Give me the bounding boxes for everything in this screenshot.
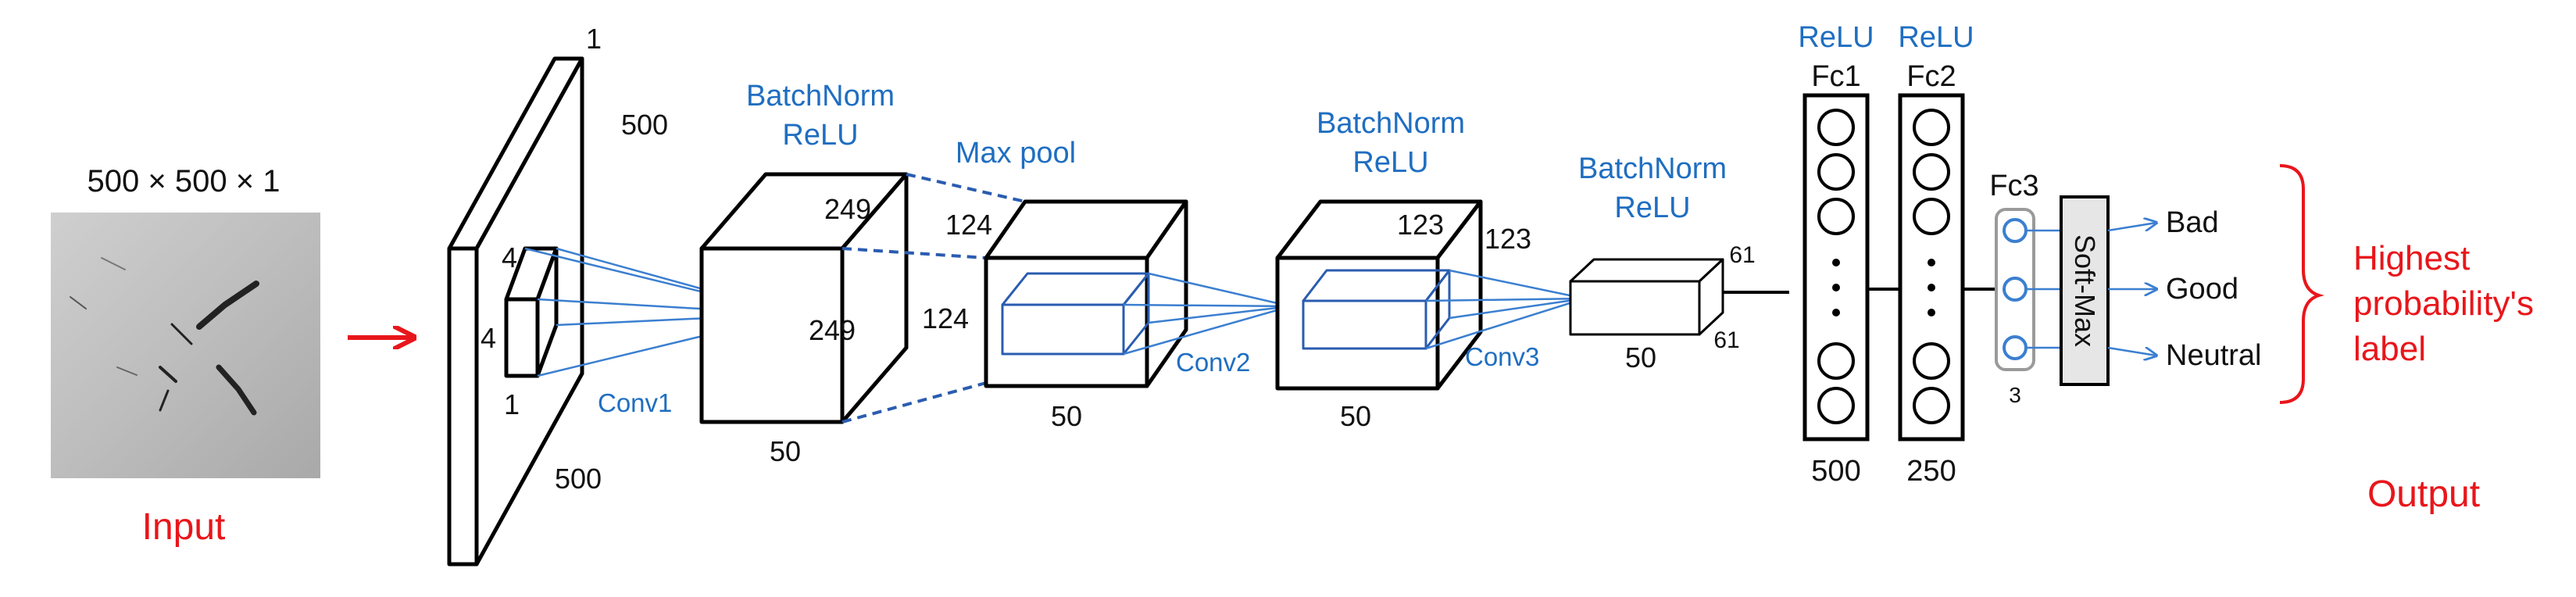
class-arrows [2107, 223, 2156, 356]
fc3-name-label: Fc3 [1989, 170, 2038, 202]
fc1-act-label: ReLU [1798, 21, 1874, 54]
output-label: Output [2367, 474, 2480, 515]
fc3-units-label: 3 [2009, 383, 2021, 407]
fc2-name-label: Fc2 [1906, 60, 1956, 93]
fc2-act-label: ReLU [1898, 21, 1974, 54]
kernel-depth-label: 1 [504, 388, 520, 420]
block1-height-label: 249 [824, 193, 871, 225]
output-description-line1: Highest [2353, 239, 2470, 277]
maxpool-connectors [841, 173, 1026, 424]
input-width-label: 500 [555, 463, 602, 495]
block2-height-label: 124 [945, 209, 992, 241]
fc1-layer [1802, 93, 1870, 441]
fc1-units-label: 500 [1811, 455, 1860, 488]
block4-act-label: ReLU [1614, 191, 1690, 224]
input-height-label: 500 [621, 109, 668, 141]
block1-depth-label: 249 [809, 314, 856, 346]
block3-norm-label: BatchNorm [1317, 107, 1465, 140]
input-image [51, 213, 320, 478]
input-label: Input [142, 506, 226, 548]
softmax-label: Soft-Max [2069, 234, 2101, 347]
maxpool-label: Max pool [956, 137, 1076, 170]
output-description-line3: label [2353, 330, 2426, 368]
fc2-units-label: 250 [1906, 455, 1956, 488]
fc3-softmax-connectors [2026, 229, 2061, 349]
block3-channels-label: 50 [1340, 400, 1371, 432]
conv3-label: Conv3 [1465, 342, 1539, 371]
output-description-line2: probability's [2353, 284, 2534, 323]
kernel-height-label: 4 [502, 241, 517, 273]
softmax-box [2060, 195, 2110, 386]
conv2-projection [1123, 272, 1292, 356]
output-bracket [2279, 164, 2324, 404]
fc1-name-label: Fc1 [1811, 60, 1860, 93]
block4-height-label: 61 [1729, 242, 1755, 268]
block4-cube [1569, 258, 1724, 336]
class-good-label: Good [2166, 273, 2238, 306]
block4-depth-label: 61 [1713, 327, 1739, 353]
block3-depth-label: 123 [1485, 223, 1531, 255]
block1-channels-label: 50 [770, 435, 801, 467]
block2-channels-label: 50 [1051, 400, 1082, 432]
input-depth-label: 1 [586, 23, 602, 55]
block1-act-label: ReLU [782, 119, 858, 152]
class-bad-label: Bad [2166, 206, 2219, 239]
kernel-width-label: 4 [481, 322, 496, 354]
block2-cube [984, 199, 1188, 388]
fc2-layer [1898, 93, 1965, 441]
block3-height-label: 123 [1397, 209, 1444, 241]
block2-depth-label: 124 [922, 302, 969, 334]
block4-channels-label: 50 [1625, 341, 1656, 374]
block1-cube [699, 172, 909, 424]
class-neutral-label: Neutral [2166, 339, 2262, 372]
conv2-label: Conv2 [1176, 348, 1250, 377]
block3-act-label: ReLU [1352, 146, 1428, 179]
input-dimensions: 500 × 500 × 1 [88, 164, 280, 198]
block4-norm-label: BatchNorm [1578, 152, 1727, 185]
block1-norm-label: BatchNorm [746, 80, 895, 113]
conv1-label: Conv1 [598, 388, 672, 417]
conv3-projection [1425, 269, 1585, 350]
